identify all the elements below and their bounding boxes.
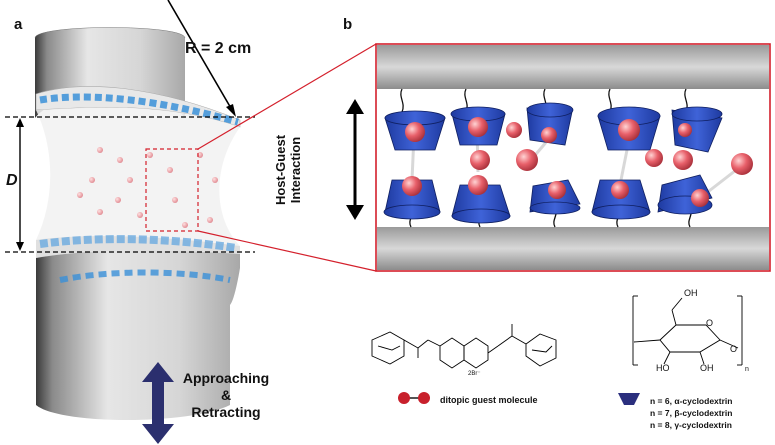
host-guest-line-2: Interaction	[288, 136, 303, 204]
atom-o-link: O	[730, 344, 738, 354]
cyclodextrin-structure	[632, 295, 743, 366]
lower-cd-layer	[36, 235, 240, 258]
guest-molecule-structure	[371, 324, 557, 369]
lower-surface	[377, 227, 769, 270]
guest-balls	[402, 117, 753, 207]
cyclodextrin-alpha: n = 6, α-cyclodextrin	[650, 396, 733, 406]
approach-line-1: Approaching	[182, 370, 270, 386]
approach-retract-label: Approaching & Retracting	[178, 370, 274, 421]
atom-n-subscript: n	[745, 366, 749, 373]
host-guest-label: Host-Guest Interaction	[273, 110, 303, 230]
gap-region	[36, 107, 240, 246]
panel-b-label: b	[343, 16, 353, 33]
distance-label: D	[6, 172, 18, 189]
approach-line-3: Retracting	[191, 404, 261, 420]
cyclodextrin-gamma: n = 8, γ-cyclodextrin	[650, 420, 732, 430]
atom-o-ring: O	[706, 318, 714, 328]
panel-a-label: a	[14, 16, 23, 33]
atom-oh-right: OH	[700, 363, 714, 373]
approach-retract-arrow	[142, 362, 174, 444]
zoom-region	[145, 148, 199, 232]
approach-line-2: &	[220, 387, 232, 403]
guest-legend-icon	[398, 392, 430, 404]
atom-ho-left: HO	[656, 363, 670, 373]
guest-particles	[77, 147, 218, 228]
counter-ion-label: 2Br⁻	[468, 371, 481, 377]
host-guest-line-1: Host-Guest	[273, 134, 288, 206]
radius-label: R = 2 cm	[185, 40, 252, 57]
atom-oh-top: OH	[684, 288, 698, 298]
bottom-cylinder	[36, 250, 240, 420]
cyclodextrin-list: n = 6, α-cyclodextrin n = 7, β-cyclodext…	[650, 395, 732, 431]
radius-arrowhead	[226, 104, 236, 117]
guest-molecule-label: ditopic guest molecule	[440, 395, 538, 405]
radius-arrow	[167, 0, 233, 111]
upper-surface	[377, 45, 769, 89]
cyclodextrin-legend-icon	[618, 393, 640, 405]
cyclodextrin-beta: n = 7, β-cyclodextrin	[650, 408, 733, 418]
lower-host-cups	[383, 174, 713, 224]
